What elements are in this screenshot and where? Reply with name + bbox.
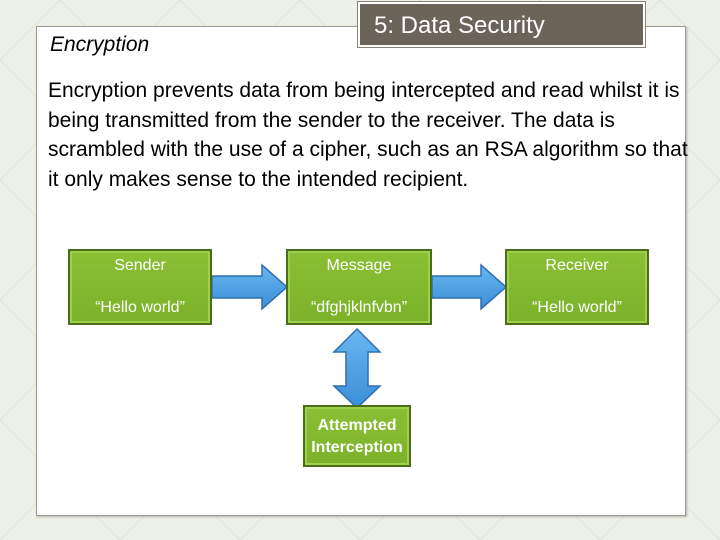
receiver-label: Receiver <box>545 257 609 274</box>
slide-title: 5: Data Security <box>374 12 545 39</box>
sender-node: Sender “Hello world” <box>68 249 212 325</box>
arrow-interception-to-message <box>332 327 382 410</box>
receiver-node: Receiver “Hello world” <box>505 249 649 325</box>
interception-line1: Attempted <box>317 417 397 434</box>
sender-label: Sender <box>114 257 166 274</box>
slide-title-box: 5: Data Security <box>357 1 646 48</box>
message-node: Message “dfghjklnfvbn” <box>286 249 432 325</box>
arrow-message-to-receiver <box>431 263 508 311</box>
message-value: “dfghjklnfvbn” <box>310 299 408 316</box>
body-text: Encryption prevents data from being inte… <box>48 79 688 191</box>
receiver-value: “Hello world” <box>532 299 622 316</box>
message-label: Message <box>326 257 392 274</box>
sender-value: “Hello world” <box>95 299 185 316</box>
interception-line2: Interception <box>311 439 403 456</box>
interception-node: Attempted Interception <box>303 405 411 467</box>
section-heading: Encryption <box>50 33 150 56</box>
arrow-sender-to-message <box>211 263 289 311</box>
